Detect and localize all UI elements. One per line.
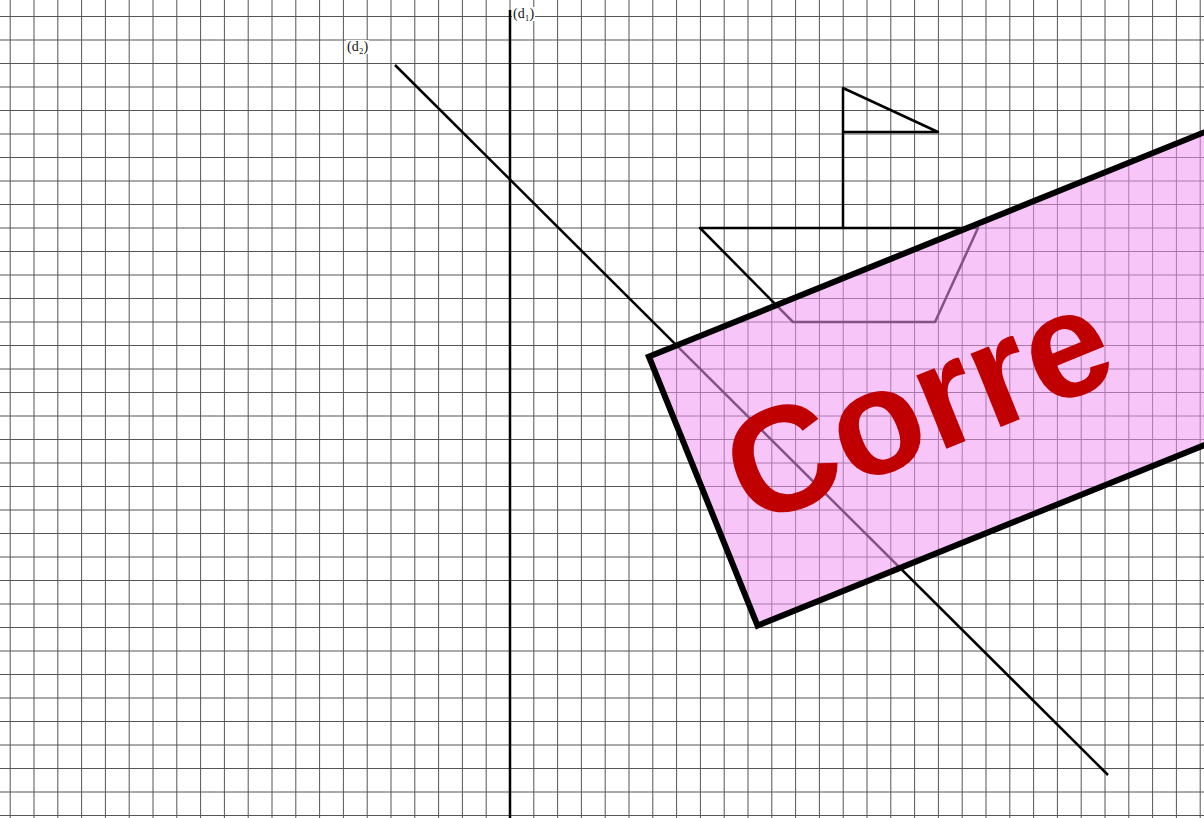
watermark: Corre <box>704 260 1131 549</box>
grid-line <box>105 0 106 818</box>
grid-line <box>319 0 320 818</box>
grid-line <box>10 0 11 818</box>
grid-line <box>0 40 1204 41</box>
grid-line <box>391 0 392 818</box>
grid-line <box>129 0 130 818</box>
line-label: (d₁) <box>512 7 535 21</box>
grid-line <box>0 721 1204 722</box>
watermark-band: Corre <box>645 85 1204 629</box>
grid-line <box>0 792 1204 793</box>
grid-line <box>367 0 368 818</box>
grid-line <box>0 745 1204 746</box>
line-d1 <box>509 10 512 818</box>
grid-line <box>629 0 630 818</box>
grid-line <box>34 0 35 818</box>
grid-line <box>0 63 1204 64</box>
grid-line <box>0 674 1204 675</box>
grid-line <box>0 604 1204 605</box>
grid-line <box>272 0 273 818</box>
grid-line <box>438 0 439 818</box>
boat-mast-flag <box>843 88 938 228</box>
grid-line <box>295 0 296 818</box>
grid-line <box>510 0 511 818</box>
grid-line <box>414 0 415 818</box>
grid-line <box>0 651 1204 652</box>
grid-line <box>0 157 1204 158</box>
grid-line <box>0 87 1204 88</box>
grid-line <box>581 0 582 818</box>
grid-line <box>176 0 177 818</box>
grid-line <box>0 698 1204 699</box>
grid-line <box>486 0 487 818</box>
grid-line <box>533 0 534 818</box>
grid-line <box>0 815 1204 816</box>
grid-line <box>0 533 1204 534</box>
line-label: (d₂) <box>346 40 369 54</box>
grid-line <box>153 0 154 818</box>
grid-line <box>0 557 1204 558</box>
grid-line <box>0 580 1204 581</box>
grid-line <box>0 181 1204 182</box>
grid-line <box>0 627 1204 628</box>
grid-line <box>0 768 1204 769</box>
grid-line <box>0 110 1204 111</box>
grid-line <box>605 0 606 818</box>
grid-line <box>0 16 1204 17</box>
grid-line <box>81 0 82 818</box>
grid-line <box>0 134 1204 135</box>
grid-line <box>57 0 58 818</box>
grid-line <box>652 0 653 818</box>
grid-line <box>248 0 249 818</box>
grid-line <box>343 0 344 818</box>
grid-line <box>200 0 201 818</box>
grid-line <box>462 0 463 818</box>
grid-line <box>224 0 225 818</box>
grid-line <box>557 0 558 818</box>
